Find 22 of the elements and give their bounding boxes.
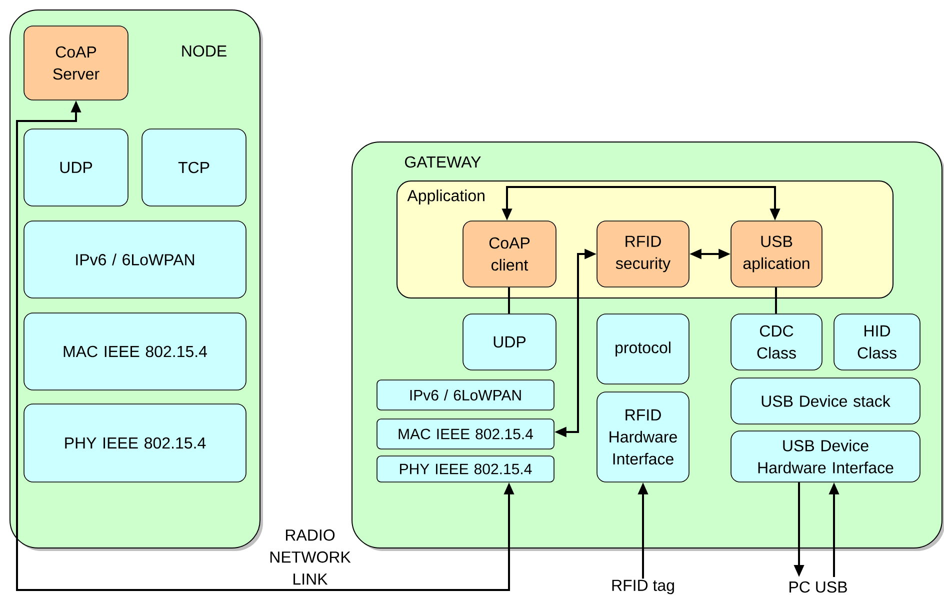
layer-box: RFID Hardware Interface	[596, 392, 690, 482]
process-box: RFID security	[596, 220, 690, 288]
process-box: CoAP client	[462, 220, 556, 288]
layer-box: MAC IEEE 802.15.4	[24, 312, 246, 390]
layer-box: USB Device Hardware Interface	[730, 430, 920, 482]
endpoint-label: RFID tag	[612, 580, 674, 594]
layer-box: MAC IEEE 802.15.4	[376, 418, 554, 450]
endpoint-label: PC USB	[790, 581, 847, 593]
layer-box: UDP	[462, 314, 556, 370]
layer-box: CDC Class	[730, 314, 822, 370]
layer-box: USB Device stack	[730, 378, 920, 424]
process-box: USB aplication	[730, 220, 822, 288]
layer-box: PHY IEEE 802.15.4	[24, 404, 246, 482]
layer-box: TCP	[142, 128, 246, 206]
edge-label: RADIO NETWORK LINK	[270, 529, 351, 585]
process-box: CoAP Server	[24, 26, 128, 100]
layer-box: UDP	[24, 128, 128, 206]
layer-box: HID Class	[834, 314, 920, 370]
layer-box: protocol	[596, 314, 690, 384]
layer-box: IPv6 / 6LoWPAN	[24, 220, 246, 298]
layer-box: PHY IEEE 802.15.4	[376, 456, 554, 482]
layer-box: IPv6 / 6LoWPAN	[376, 380, 554, 410]
